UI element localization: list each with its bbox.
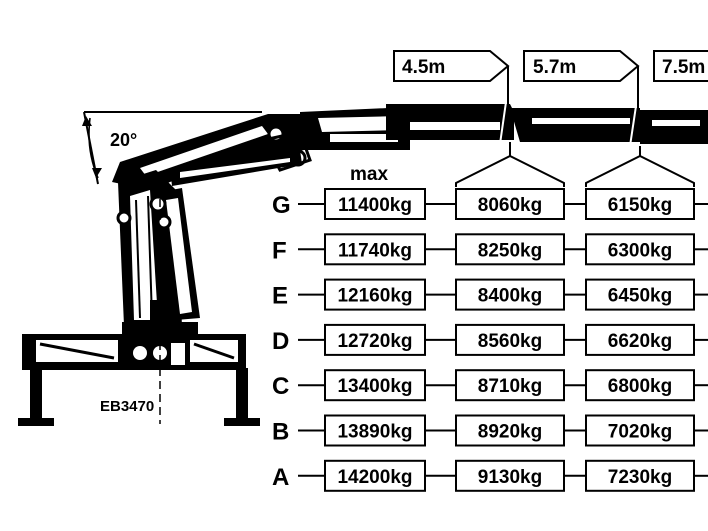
capacity-value: 11740kg [338,240,412,261]
capacity-value: 8710kg [478,376,542,397]
capacity-cell-box [324,188,426,220]
capacity-value: 14200kg [337,467,412,488]
capacity-cell-box [585,233,695,266]
capacity-row: A 14200kg 9130kg 7230kg [272,459,708,492]
reach-label-3: 7.5m [662,57,705,78]
capacity-value: 6150kg [608,195,672,216]
reach-label-2: 5.7m [533,57,576,78]
capacity-row: B 13890kg 8920kg 7020kg [272,414,708,447]
capacity-value: 6620kg [608,331,672,352]
capacity-cell-box [324,369,426,402]
row-label: A [272,464,289,491]
capacity-value: 8920kg [478,422,542,443]
capacity-row: C 13400kg 8710kg 6800kg [272,369,708,402]
reach-flag-2: 5.7m [523,50,640,108]
capacity-value: 8400kg [478,286,542,307]
capacity-cell-box [585,369,695,402]
capacity-cell-box [455,369,565,402]
capacity-cell-box [455,188,565,220]
capacity-cell-box [324,414,426,447]
capacity-cell-box [455,323,565,356]
capacity-value: 7020kg [608,422,672,443]
reach-flag-1: 4.5m [393,50,510,104]
capacity-row: D 12720kg 8560kg 6620kg [272,323,708,356]
capacity-cell-box [585,459,695,492]
capacity-value: 6800kg [608,376,672,397]
capacity-cell-box [324,459,426,492]
max-label: max [350,164,388,185]
capacity-cell-box [585,323,695,356]
capacity-value: 12720kg [337,331,412,352]
capacity-cell-box [455,233,565,266]
capacity-value: 11400kg [338,195,412,216]
capacity-value: 8250kg [478,240,542,261]
capacity-cell-box [455,278,565,311]
capacity-value: 9130kg [478,467,542,488]
capacity-row: E 12160kg 8400kg 6450kg [272,278,708,311]
row-label: B [272,419,289,446]
column-3-roof [585,154,695,187]
capacity-cell-box [455,459,565,492]
stabiliser-legs [18,368,260,426]
row-label: D [272,328,289,355]
capacity-cell-box [585,188,695,220]
capacity-row: F 11740kg 8250kg 6300kg [272,233,708,266]
crane-boom [112,101,708,190]
capacity-value: 6450kg [608,286,672,307]
capacity-value: 6300kg [608,240,672,261]
capacity-cell-box [455,414,565,447]
reach-flag-3: 7.5m [653,50,708,82]
capacity-value: 7230kg [608,467,672,488]
crane-illustration [18,101,708,426]
capacity-value: 13400kg [337,376,412,397]
row-label: C [272,373,289,400]
capacity-value: 8560kg [478,331,542,352]
capacity-cell-box [324,278,426,311]
column-2-roof [455,154,565,187]
capacity-value: 12160kg [337,286,412,307]
angle-label: 20° [110,130,137,150]
row-label: G [272,192,291,219]
crane-base [22,322,246,370]
row-label: E [272,283,288,310]
capacity-cell-box [585,278,695,311]
capacity-value: 8060kg [478,195,542,216]
capacity-row: G 11400kg 8060kg 6150kg [272,188,708,220]
row-label: F [272,237,287,264]
angle-indicator [82,111,262,185]
model-label: EB3470 [100,398,154,415]
capacity-cell-box [585,414,695,447]
capacity-cell-box [324,233,426,266]
capacity-cell-box [324,323,426,356]
capacity-value: 13890kg [337,422,412,443]
crane-column [116,150,302,326]
reach-label-1: 4.5m [402,57,445,78]
